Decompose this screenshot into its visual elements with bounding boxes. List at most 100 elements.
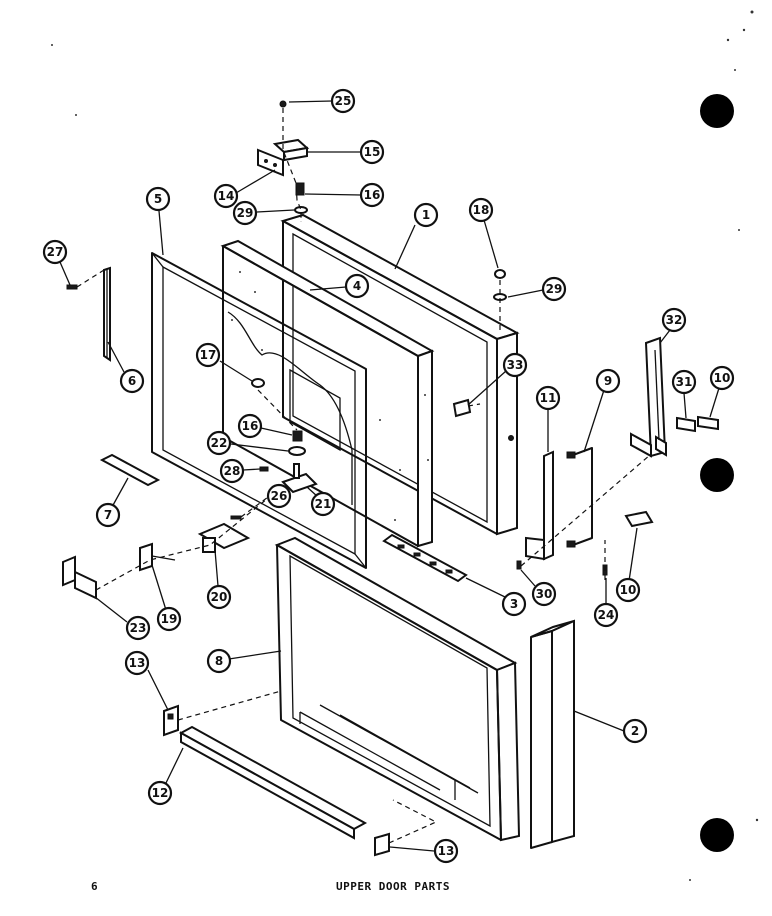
- part-16-hinge-pin-lower: [292, 430, 303, 442]
- callout: 31: [671, 369, 697, 395]
- part-13-bracket-lower: [374, 832, 390, 857]
- callout: 15: [359, 139, 385, 165]
- callout-label: 23: [130, 621, 147, 635]
- part-8-lower-door-liner: [274, 536, 521, 842]
- callout-label: 13: [129, 656, 146, 670]
- callout: 10: [615, 577, 641, 603]
- callout: 3: [501, 591, 527, 617]
- part-8-shelf-ribs: [299, 704, 479, 800]
- part-1-outer-door-panel: [280, 213, 520, 536]
- callout: 21: [310, 491, 336, 517]
- callout: 9: [595, 368, 621, 394]
- callout: 30: [531, 581, 557, 607]
- part-33-clip: [452, 398, 472, 418]
- callout-label: 32: [666, 313, 683, 327]
- scan-specks: [51, 10, 759, 881]
- callout: 26: [266, 483, 292, 509]
- callout: 18: [468, 197, 494, 223]
- part-18-plug: [494, 269, 506, 279]
- callout: 14: [213, 183, 239, 209]
- callout-label: 33: [507, 358, 524, 372]
- part-28-screw: [259, 466, 269, 472]
- part-2-side-trim-panel: [530, 619, 575, 849]
- callout-label: 19: [161, 612, 178, 626]
- callout: 19: [156, 606, 182, 632]
- leader-lines: [59, 100, 720, 852]
- callout-label: 14: [218, 189, 235, 203]
- part-21-hinge-bracket: [281, 463, 318, 494]
- callout: 10: [709, 365, 735, 391]
- part-22-washer: [288, 446, 306, 456]
- callout: 16: [359, 182, 385, 208]
- callout: 4: [344, 273, 370, 299]
- part-16-hinge-pin-upper: [295, 182, 305, 196]
- callout: 27: [42, 239, 68, 265]
- callout-label: 30: [536, 587, 553, 601]
- callout-label: 10: [620, 583, 637, 597]
- part-9-door-handle: [566, 447, 593, 548]
- callout-label: 15: [364, 145, 381, 159]
- callout-label: 31: [676, 375, 693, 389]
- callout-label: 17: [200, 348, 217, 362]
- callout: 24: [593, 602, 619, 628]
- callout: 32: [661, 307, 687, 333]
- callout: 13: [433, 838, 459, 864]
- part-6-side-trim: [103, 266, 111, 362]
- part-3-hinge-strip: [382, 533, 468, 583]
- part-15-top-hinge: [272, 138, 310, 162]
- callout: 1: [413, 202, 439, 228]
- alignment-lines: [76, 108, 651, 844]
- callout-label: 21: [315, 497, 332, 511]
- callout: 2: [622, 718, 648, 744]
- callout: 22: [206, 430, 232, 456]
- callout: 17: [195, 342, 221, 368]
- callout-label: 29: [546, 282, 563, 296]
- callout-label: 12: [152, 786, 169, 800]
- part-11-handle-bracket: [525, 450, 554, 561]
- callout: 13: [124, 650, 150, 676]
- callout: 6: [119, 368, 145, 394]
- part-31-pad: [676, 416, 696, 433]
- callout: 12: [147, 780, 173, 806]
- page-number: 6: [91, 880, 99, 893]
- binder-hole-bottom: [700, 818, 734, 852]
- callout-label: 7: [104, 508, 112, 522]
- part-29-washer-upper: [294, 206, 308, 214]
- callout-label: 16: [364, 188, 381, 202]
- callout: 16: [237, 413, 263, 439]
- callout: 25: [330, 88, 356, 114]
- callout: 23: [125, 615, 151, 641]
- callout-label: 26: [271, 489, 288, 503]
- part-30-screw: [516, 560, 522, 570]
- callout-label: 2: [631, 724, 639, 738]
- part-10-pad-upper: [697, 415, 719, 431]
- part-27-screw: [66, 284, 78, 290]
- part-4-insulation-panel: [220, 239, 435, 548]
- callout-label: 22: [211, 436, 228, 450]
- part-13-bracket-upper: [163, 704, 179, 737]
- callout-label: 10: [714, 371, 731, 385]
- callout-label: 16: [242, 419, 259, 433]
- callout: 8: [206, 648, 232, 674]
- part-17-bushing: [251, 378, 265, 388]
- part-10-pad-lower: [624, 510, 654, 528]
- part-20-bottom-hinge: [197, 522, 251, 553]
- part-7-gasket-strip: [99, 453, 161, 487]
- callout-label: 25: [335, 94, 352, 108]
- part-32-upright-bracket: [630, 336, 667, 458]
- callout-label: 18: [473, 203, 490, 217]
- callout-label: 3: [510, 597, 518, 611]
- part-5-door-liner-frame: [151, 252, 367, 569]
- callout-label: 13: [438, 844, 455, 858]
- binder-hole-top: [700, 94, 734, 128]
- callout-label: 28: [224, 464, 241, 478]
- callout: 20: [206, 584, 232, 610]
- callout: 29: [232, 200, 258, 226]
- part-25-screw: [279, 100, 287, 108]
- part-23-mount-bracket: [62, 555, 97, 600]
- callout-label: 5: [154, 192, 162, 206]
- callout-label: 29: [237, 206, 254, 220]
- callout-label: 9: [604, 374, 612, 388]
- part-12-bottom-rail: [178, 725, 368, 840]
